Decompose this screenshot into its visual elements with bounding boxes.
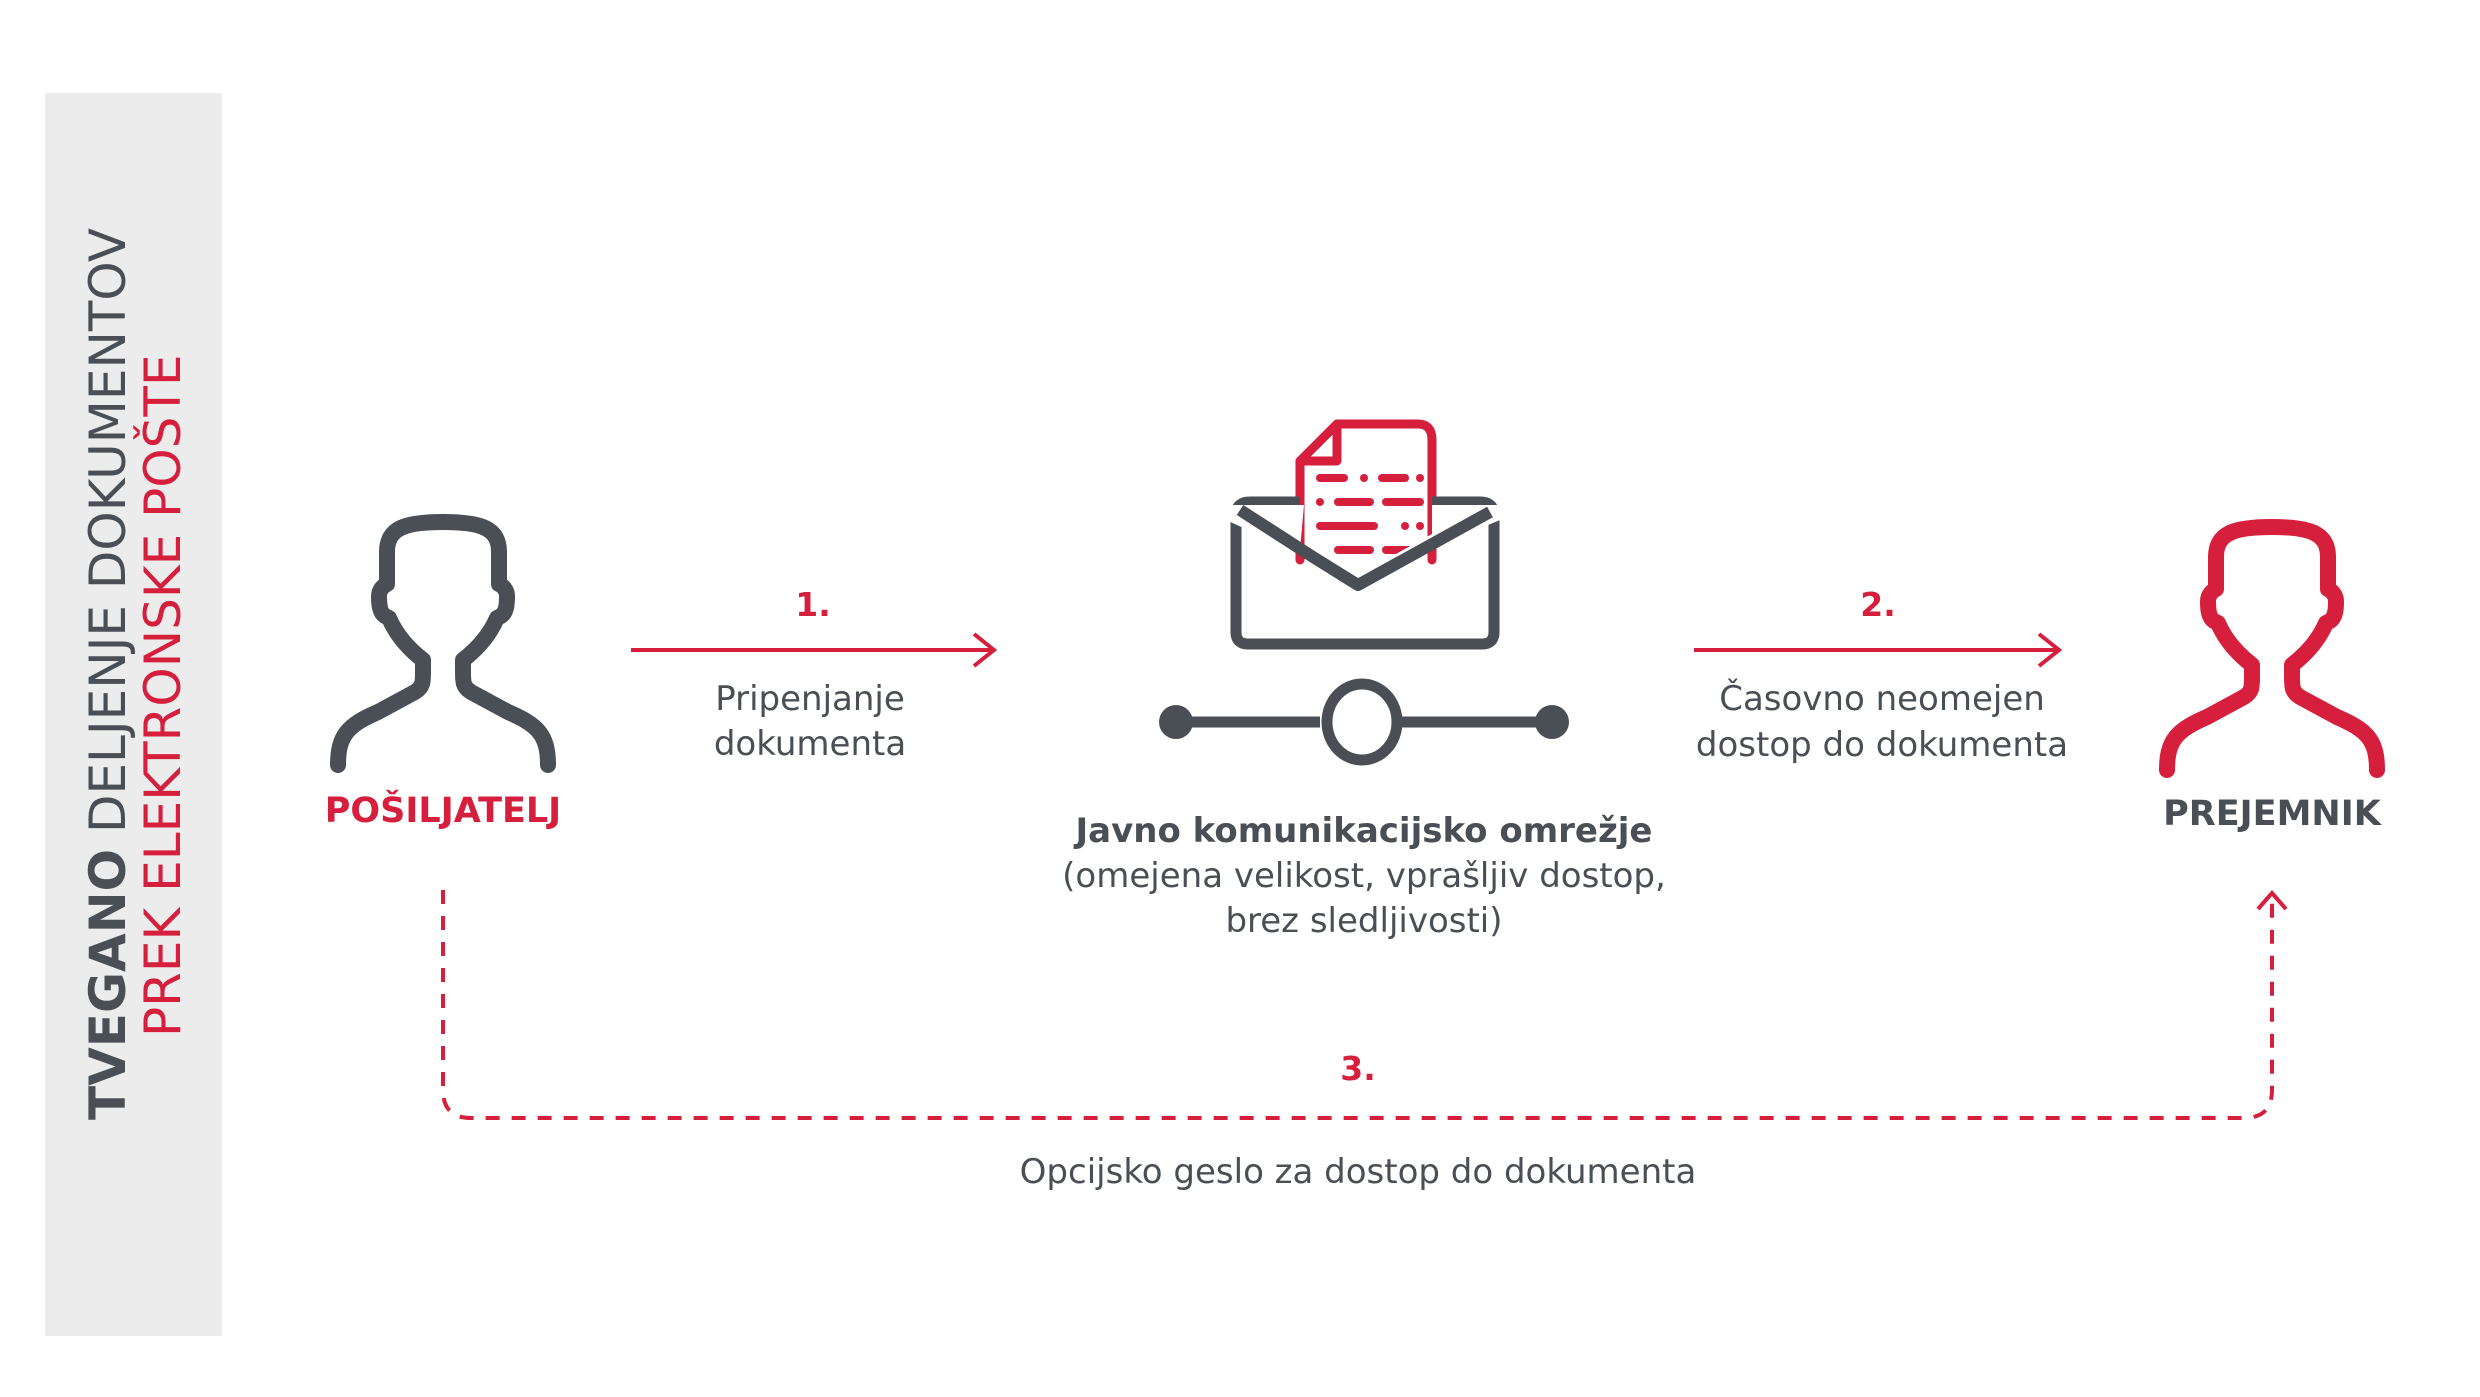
network-line2: (omejena velikost, vprašljiv dostop, [1062,856,1666,896]
step-1-line1: Pripenjanje [715,679,905,719]
sender-label: POŠILJATELJ [325,789,561,831]
sidebar-subtitle: PREK ELEKTRONSKE POŠTE [133,354,192,1037]
document-icon [1295,419,1437,565]
step-3-text: Opcijsko geslo za dostop do dokumenta [1020,1152,1697,1192]
step-3-number: 3. [1340,1049,1376,1088]
receiver-label: PREJEMNIK [2163,794,2383,834]
network-icon [1159,678,1569,766]
step-2-line2: dostop do dokumenta [1696,725,2068,765]
svg-text:TVEGANO DELJENJE DOKUMENTOV: TVEGANO DELJENJE DOKUMENTOV [79,228,137,1120]
title-rest: DELJENJE DOKUMENTOV [79,228,137,849]
sidebar-panel [45,93,222,1336]
sidebar-title: TVEGANO DELJENJE DOKUMENTOV PREK ELEKTRO… [79,228,192,1120]
step-1-number: 1. [795,585,831,624]
network-title: Javno komunikacijsko omrežje [1074,811,1653,851]
title-bold: TVEGANO [79,849,137,1120]
sender-person-icon [338,522,548,765]
receiver-person-icon [2167,527,2377,770]
step-2-line1: Časovno neomejen [1719,678,2045,719]
step-1-line2: dokumenta [714,724,906,764]
arrow-2 [1694,632,2063,668]
envelope-icon [1226,496,1500,650]
step-2-number: 2. [1860,585,1896,624]
arrow-3-dashed [441,889,2288,1120]
arrow-1 [631,632,998,668]
network-line3: brez sledljivosti) [1225,901,1502,941]
